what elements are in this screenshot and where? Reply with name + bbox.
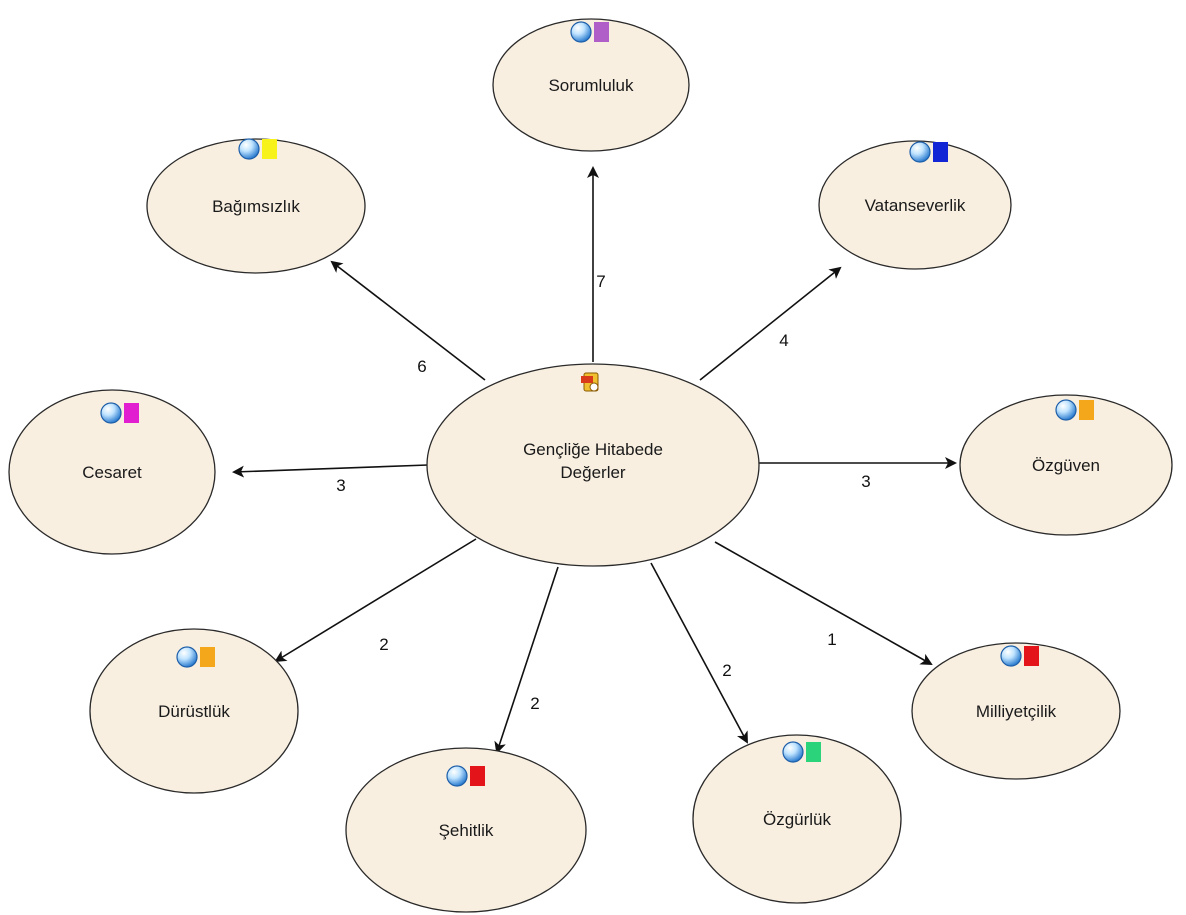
color-tag-icon <box>262 139 277 159</box>
color-tag-icon <box>933 142 948 162</box>
nodes: SorumlulukVatanseverlikÖzgüvenMilliyetçi… <box>8 18 1173 913</box>
central-node[interactable]: Gençliğe Hitabede Değerler <box>426 363 760 567</box>
node-durustluk[interactable]: Dürüstlük <box>89 628 299 794</box>
node-cesaret[interactable]: Cesaret <box>8 389 216 555</box>
node-label-bagimsizlik: Bağımsızlık <box>212 197 300 216</box>
document-attachment-icon <box>581 372 599 392</box>
edge-label-sehitlik: 2 <box>530 694 539 713</box>
node-label-sorumluluk: Sorumluluk <box>548 76 634 95</box>
sphere-icon <box>570 21 592 43</box>
node-shape-milliyetcilik[interactable] <box>911 642 1121 780</box>
color-tag-icon <box>470 766 485 786</box>
edge-bagimsizlik <box>330 260 486 381</box>
color-tag-icon <box>1024 646 1039 666</box>
edge-label-vatanseverlik: 4 <box>779 331 788 350</box>
node-shape-sehitlik[interactable] <box>345 747 587 913</box>
edge-label-durustluk: 2 <box>379 635 388 654</box>
edge-label-ozguven: 3 <box>861 472 870 491</box>
node-label-vatanseverlik: Vatanseverlik <box>865 196 966 215</box>
node-label-ozgurluk: Özgürlük <box>763 810 832 829</box>
node-label-cesaret: Cesaret <box>82 463 142 482</box>
node-bagimsizlik[interactable]: Bağımsızlık <box>146 138 366 274</box>
sphere-icon <box>1000 645 1022 667</box>
color-tag-icon <box>594 22 609 42</box>
sphere-icon <box>100 402 122 424</box>
edge-vatanseverlik <box>699 266 842 381</box>
node-shape-durustluk[interactable] <box>89 628 299 794</box>
node-label-ozguven: Özgüven <box>1032 456 1100 475</box>
node-shape-ozguven[interactable] <box>959 394 1173 536</box>
node-shape-ozgurluk[interactable] <box>692 734 902 904</box>
sphere-icon <box>782 741 804 763</box>
sphere-icon <box>176 646 198 668</box>
sphere-icon <box>909 141 931 163</box>
central-node-shape[interactable] <box>426 363 760 567</box>
color-tag-icon <box>124 403 139 423</box>
node-label-sehitlik: Şehitlik <box>439 821 494 840</box>
node-label-durustluk: Dürüstlük <box>158 702 230 721</box>
edge-sehitlik <box>494 566 559 754</box>
edge-label-milliyetcilik: 1 <box>827 630 836 649</box>
node-sorumluluk[interactable]: Sorumluluk <box>492 18 690 152</box>
edge-ozgurluk <box>650 562 748 744</box>
edge-cesaret <box>232 464 429 478</box>
node-milliyetcilik[interactable]: Milliyetçilik <box>911 642 1121 780</box>
edge-label-cesaret: 3 <box>336 476 345 495</box>
color-tag-icon <box>200 647 215 667</box>
edges: 7 4 3 1 2 2 2 3 6 <box>232 166 957 754</box>
color-tag-icon <box>1079 400 1094 420</box>
edge-label-ozgurluk: 2 <box>722 661 731 680</box>
node-shape-vatanseverlik[interactable] <box>818 140 1012 270</box>
edge-milliyetcilik <box>714 541 933 665</box>
node-sehitlik[interactable]: Şehitlik <box>345 747 587 913</box>
node-shape-cesaret[interactable] <box>8 389 216 555</box>
central-node-label-line1: Gençliğe Hitabede <box>523 440 663 459</box>
node-shape-sorumluluk[interactable] <box>492 18 690 152</box>
node-label-milliyetcilik: Milliyetçilik <box>976 702 1057 721</box>
edge-label-bagimsizlik: 6 <box>417 357 426 376</box>
edge-durustluk <box>274 538 477 663</box>
node-ozgurluk[interactable]: Özgürlük <box>692 734 902 904</box>
sphere-icon <box>238 138 260 160</box>
node-ozguven[interactable]: Özgüven <box>959 394 1173 536</box>
color-tag-icon <box>806 742 821 762</box>
sphere-icon <box>446 765 468 787</box>
node-vatanseverlik[interactable]: Vatanseverlik <box>818 140 1012 270</box>
node-shape-bagimsizlik[interactable] <box>146 138 366 274</box>
edge-label-sorumluluk: 7 <box>596 272 605 291</box>
central-node-label-line2: Değerler <box>560 463 626 482</box>
sphere-icon <box>1055 399 1077 421</box>
